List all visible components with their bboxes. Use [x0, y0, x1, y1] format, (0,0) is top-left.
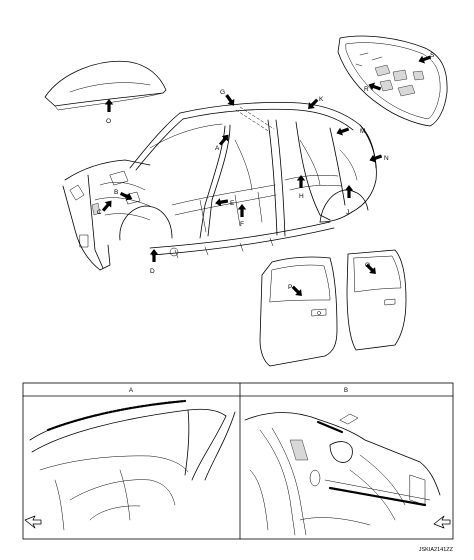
callout-label-f: F [240, 221, 244, 228]
callout-label-b: B [114, 189, 118, 196]
hood-panel [44, 60, 167, 111]
callout-label-g: G [220, 89, 225, 96]
callout-label-m: M [360, 128, 365, 135]
callout-label-k: K [319, 96, 324, 103]
body-shell [62, 102, 377, 271]
callout-arrow-b [118, 189, 135, 203]
callout-label-d: D [150, 268, 155, 275]
detail-b-rear-view [244, 412, 451, 536]
rear-door-panel [346, 249, 407, 351]
callout-arrow-m [334, 125, 351, 138]
callout-label-c: C [97, 209, 102, 216]
callout-label-p: P [288, 284, 292, 291]
callout-label-j: J [346, 209, 349, 216]
callout-arrow-d [149, 249, 159, 262]
callout-label-o: O [106, 118, 111, 125]
callout-arrow-j [344, 185, 354, 198]
detail-header-a: A [129, 388, 133, 394]
callout-label-h: H [299, 193, 304, 200]
callout-arrow-e [214, 196, 229, 208]
front-arrow-icon [24, 515, 42, 529]
callout-arrow-k [305, 96, 321, 112]
back-door-panel [337, 35, 448, 127]
front-door-panel [259, 256, 338, 367]
rear-arrow-icon [433, 515, 451, 529]
callout-arrow-f [237, 204, 247, 217]
detail-header-b: B [344, 388, 348, 394]
detail-frame: A B [22, 382, 454, 540]
callout-label-e: E [230, 200, 235, 207]
detail-a-roof-view [24, 399, 236, 531]
callout-label-q: Q [365, 262, 370, 269]
callout-arrow-c [99, 197, 115, 214]
callout-arrow-o [104, 99, 114, 112]
callout-label-r: R [364, 86, 369, 93]
callout-label-s: S [430, 52, 435, 59]
callout-label-a: A [215, 145, 220, 152]
figure-code: JSKIA2141ZZ [419, 547, 454, 553]
callout-label-n: N [384, 155, 389, 162]
